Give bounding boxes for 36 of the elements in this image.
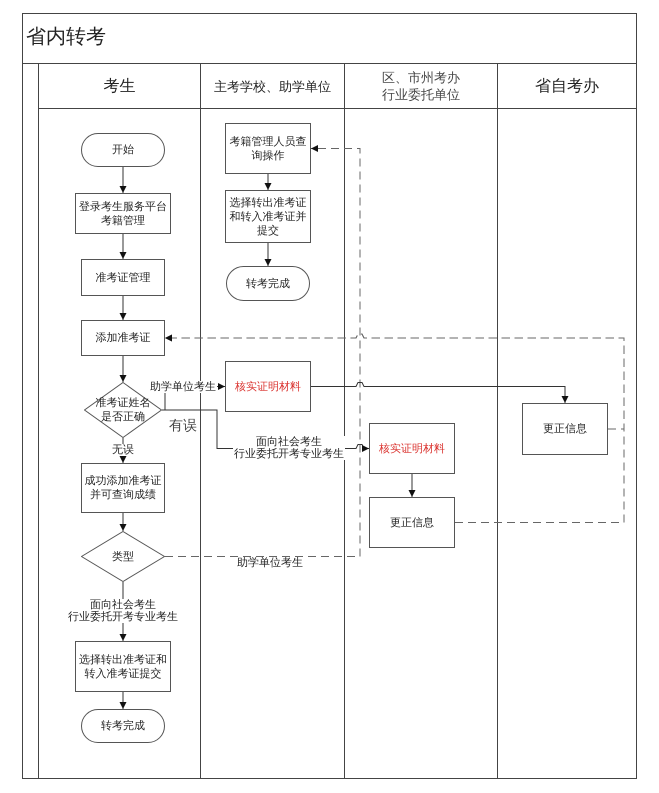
arrow xyxy=(120,296,126,320)
arrow xyxy=(310,382,568,404)
arrow xyxy=(264,242,272,266)
process-box: 更正信息 xyxy=(522,403,608,455)
branch-label: 有误 xyxy=(169,419,197,435)
lane-header: 区、市州考办行业委托单位 xyxy=(345,64,497,109)
arrow xyxy=(408,474,416,498)
decision-diamond: 类型 xyxy=(81,531,165,582)
dashed-arrow xyxy=(164,334,624,430)
process-box: 选择转出准考证和转入准考证并提交 xyxy=(225,190,311,243)
lane-header: 考生 xyxy=(39,64,200,109)
process-box: 准考证管理 xyxy=(81,259,165,296)
lane-header: 主考学校、助学单位 xyxy=(201,64,344,109)
process-box: 核实证明材料 xyxy=(369,423,455,474)
arrow xyxy=(264,174,272,190)
arrow xyxy=(120,512,126,532)
edge-label: 面向社会考生行业委托开考专业考生 xyxy=(67,599,179,623)
dashed-arrow xyxy=(164,145,360,557)
process-box: 添加准考证 xyxy=(81,320,165,356)
edge-label: 助学单位考生 xyxy=(236,557,304,569)
edge-label: 无误 xyxy=(111,444,135,456)
edge-label: 面向社会考生行业委托开考专业考生 xyxy=(233,436,345,460)
process-box: 登录考生服务平台考籍管理 xyxy=(75,193,171,234)
edge-label: 助学单位考生 xyxy=(149,381,217,393)
arrow xyxy=(120,166,126,194)
process-box: 选择转出准考证和转入准考证提交 xyxy=(75,641,171,692)
arrow xyxy=(120,438,126,464)
diagram-title: 省内转考 xyxy=(26,25,106,50)
process-box: 考籍管理人员查询操作 xyxy=(225,123,311,174)
process-box: 更正信息 xyxy=(369,497,455,548)
process-box: 核实证明材料 xyxy=(225,361,311,412)
process-box: 成功添加准考证并可查询成绩 xyxy=(81,463,165,513)
lane-header: 省自考办 xyxy=(498,64,636,109)
arrow xyxy=(120,692,126,710)
arrow xyxy=(120,234,126,260)
arrow xyxy=(120,356,126,382)
